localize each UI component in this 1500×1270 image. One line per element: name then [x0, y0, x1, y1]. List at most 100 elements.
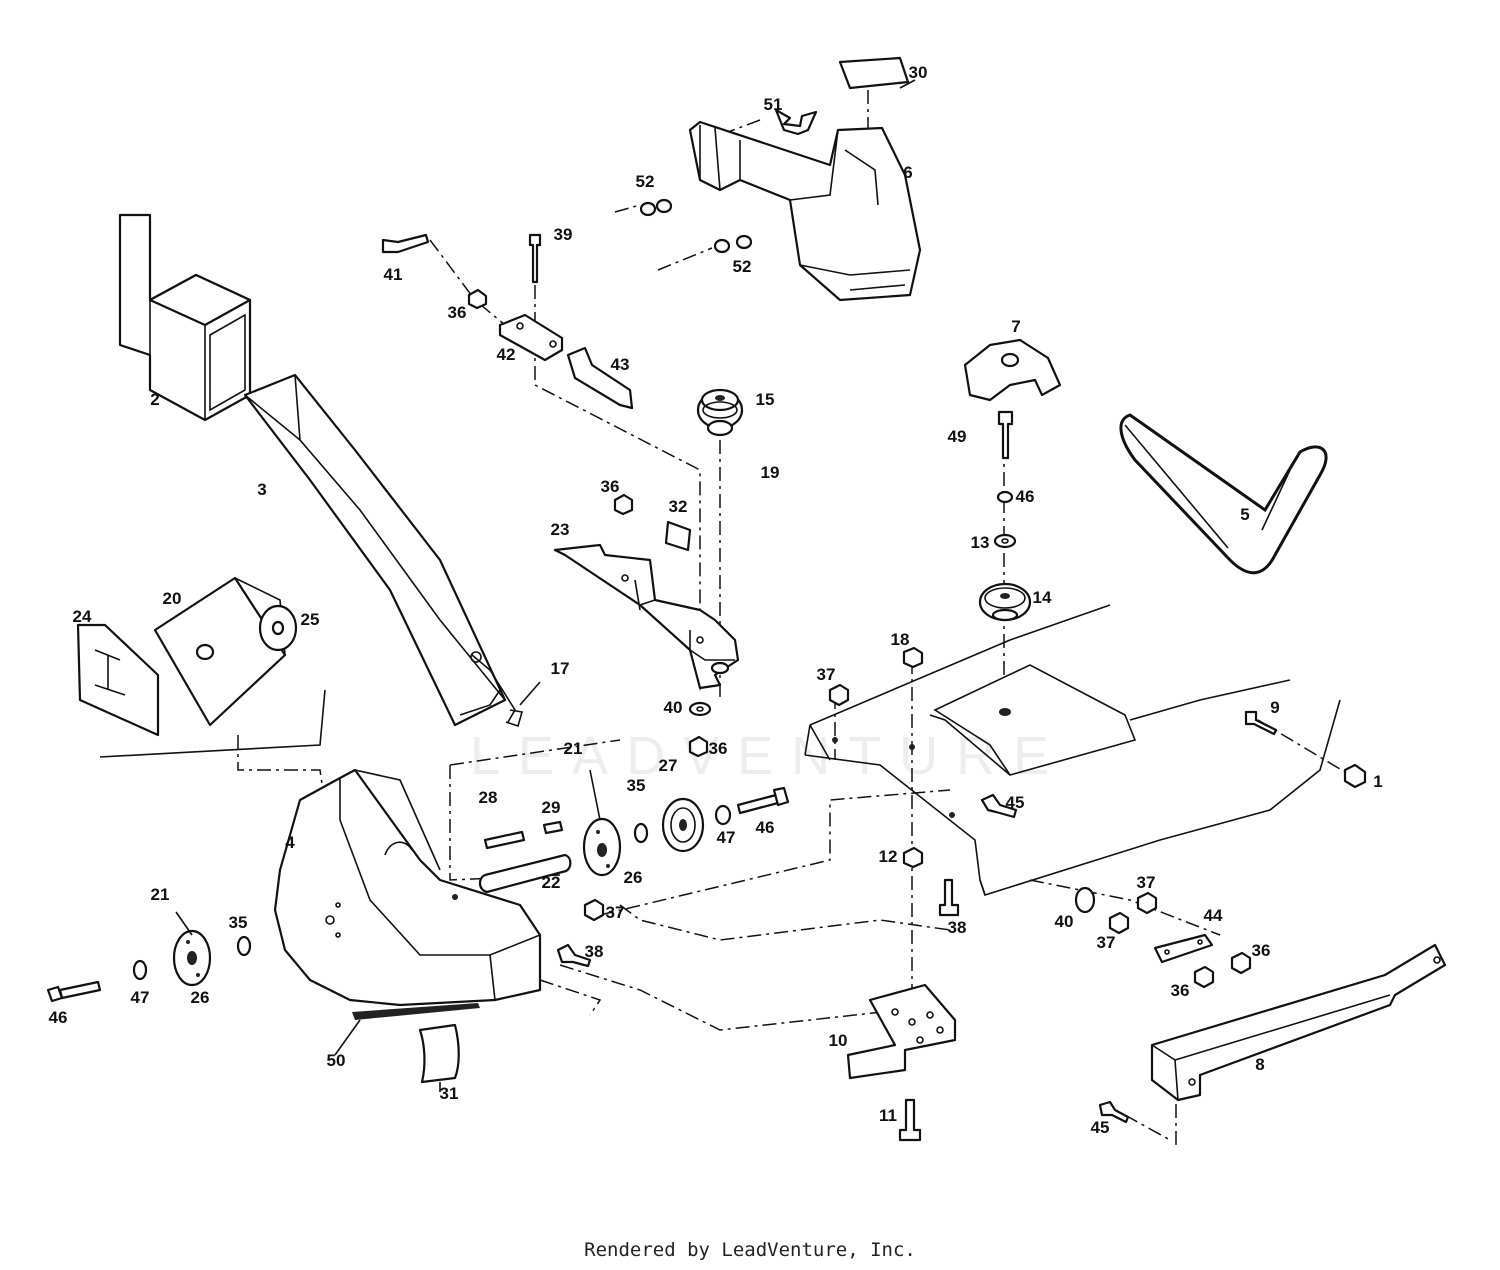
- part-50-strip: [352, 1003, 480, 1020]
- part-36-nut-upper: [467, 288, 488, 310]
- part-51-wing-nut: [774, 108, 818, 136]
- leader-lines: [175, 79, 916, 1092]
- part-22-shaft: [478, 853, 572, 894]
- callout-44: 44: [1204, 906, 1223, 925]
- part-21-hub-right: [582, 817, 622, 877]
- part-36-nuts-lower: [1193, 951, 1252, 989]
- part-4-blower-housing: [273, 768, 542, 1007]
- callout-51: 51: [764, 95, 783, 114]
- assembly-guide-lines: [237, 90, 1351, 1150]
- part-12-nut: [902, 846, 924, 869]
- part-5-belt: [1119, 413, 1328, 575]
- callout-35: 35: [229, 913, 248, 932]
- part-38-bolt: [556, 878, 960, 968]
- part-8-rail: [1150, 943, 1447, 1102]
- part-35-washer: [633, 822, 649, 844]
- part-7-cover: [963, 338, 1062, 402]
- callout-49: 49: [948, 427, 967, 446]
- part-52-washers: [639, 198, 753, 254]
- part-31-decal: [418, 1023, 460, 1084]
- callout-38: 38: [948, 918, 967, 937]
- callout-35: 35: [627, 776, 646, 795]
- callout-45: 45: [1006, 793, 1025, 812]
- part-23-idler-arm: [553, 543, 740, 690]
- part-35-washer-left: [236, 935, 252, 957]
- part-13-washer: [993, 533, 1017, 549]
- callout-46: 46: [756, 818, 775, 837]
- callout-52: 52: [733, 257, 752, 276]
- callout-2: 2: [150, 390, 159, 409]
- parts-exploded-diagram: 30 51 6 52 52 39 41 36 4 2 43 23 15 1 9 7 49 5 46 13 14 36 3 22…: [46, 56, 1447, 1150]
- part-21-hub-left: [172, 929, 212, 987]
- callout-21: 21: [151, 885, 170, 904]
- callout-13: 13: [971, 533, 990, 552]
- callout-36: 36: [1171, 981, 1190, 1000]
- callout-9: 9: [1270, 698, 1279, 717]
- callout-5: 5: [1240, 505, 1249, 524]
- callout-52: 52: [636, 172, 655, 191]
- callout-50: 50: [327, 1051, 346, 1070]
- part-37-nuts: [583, 683, 1158, 935]
- part-14-pulley: [978, 582, 1032, 622]
- callout-3: 3: [257, 480, 266, 499]
- callout-41: 41: [384, 265, 403, 284]
- callout-20: 20: [163, 589, 182, 608]
- part-40-washer: [688, 701, 712, 717]
- part-46-bolt-left: [46, 980, 102, 1003]
- part-15-pulley: [696, 388, 744, 437]
- callout-36: 36: [709, 739, 728, 758]
- callout-1: 1: [1373, 772, 1382, 791]
- part-36-nuts: [613, 493, 709, 758]
- part-44-plate: [1153, 933, 1214, 964]
- callout-46: 46: [49, 1008, 68, 1027]
- callout-24: 24: [73, 607, 92, 626]
- callout-7: 7: [1011, 317, 1020, 336]
- callout-37: 37: [1097, 933, 1116, 952]
- callout-43: 43: [611, 355, 630, 374]
- callout-38: 38: [585, 942, 604, 961]
- callout-26: 26: [191, 988, 210, 1007]
- callout-40: 40: [1055, 912, 1074, 931]
- part-2-chute-elbow: [118, 213, 252, 422]
- callout-37: 37: [1137, 873, 1156, 892]
- part-10-bracket: [846, 983, 957, 1080]
- callout-6: 6: [903, 163, 912, 182]
- part-24-plate: [76, 623, 160, 737]
- callout-37: 37: [606, 903, 625, 922]
- callout-4: 4: [285, 833, 295, 852]
- callout-31: 31: [440, 1084, 459, 1103]
- part-29-key: [542, 820, 564, 835]
- part-43-bracket: [566, 346, 634, 410]
- callout-21: 21: [564, 739, 583, 758]
- callout-8: 8: [1255, 1055, 1264, 1074]
- part-9-bolt: [1244, 710, 1278, 736]
- callout-37: 37: [817, 665, 836, 684]
- part-6-deflector: [688, 120, 922, 302]
- callout-29: 29: [542, 798, 561, 817]
- part-42-bracket: [498, 313, 564, 362]
- part-46-bolt: [736, 786, 790, 815]
- callout-11: 11: [879, 1106, 897, 1125]
- callout-12: 12: [879, 847, 898, 866]
- part-46-washer: [996, 490, 1014, 504]
- callout-23: 23: [551, 520, 570, 539]
- part-3-chute-tube: [243, 373, 516, 727]
- callout-45: 45: [1091, 1118, 1110, 1137]
- part-25-hub: [258, 604, 298, 652]
- callout-15: 15: [756, 390, 775, 409]
- callout-26: 26: [624, 868, 643, 887]
- part-49-bolt: [997, 410, 1014, 460]
- callout-30: 30: [909, 63, 928, 82]
- watermark-text: LEADVENTURE: [470, 726, 1068, 786]
- part-32-decal: [664, 520, 692, 552]
- callout-25: 25: [301, 610, 320, 629]
- part-40-washer-lower: [1074, 886, 1096, 914]
- part-11-bolt: [898, 1098, 922, 1142]
- callout-39: 39: [554, 225, 573, 244]
- callout-14: 14: [1033, 588, 1052, 607]
- callout-22: 22: [542, 873, 561, 892]
- part-27-pulley: [661, 797, 705, 853]
- base-outline: [99, 689, 326, 758]
- callout-47: 47: [717, 828, 736, 847]
- part-30-decal: [838, 56, 910, 90]
